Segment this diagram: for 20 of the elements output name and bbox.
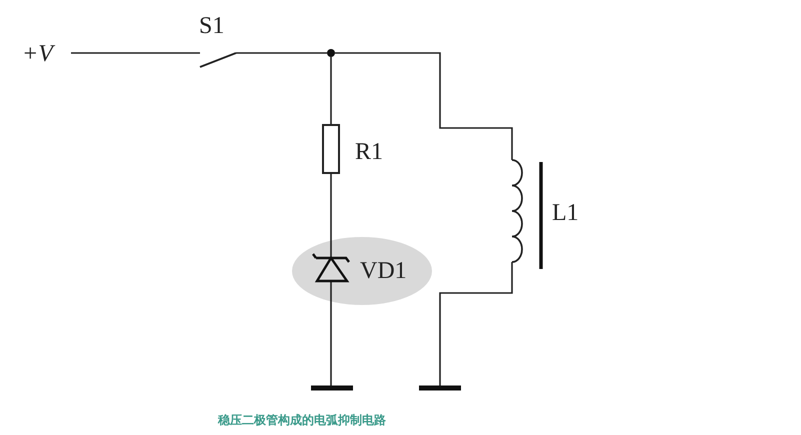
inductor-symbol xyxy=(511,159,543,269)
component-label: VD1 xyxy=(360,259,407,283)
wire xyxy=(330,57,332,125)
wire xyxy=(330,281,332,386)
wire xyxy=(236,52,327,54)
component-label: S1 xyxy=(199,14,224,38)
wire xyxy=(335,52,513,160)
component-label: L1 xyxy=(552,201,579,225)
wire xyxy=(330,173,332,258)
ground-symbol xyxy=(419,386,461,390)
caption: 稳压二极管构成的电弧抑制电路 xyxy=(218,414,386,426)
resistor-symbol xyxy=(322,124,340,174)
switch-symbol xyxy=(200,52,236,68)
wire xyxy=(439,262,513,386)
voltage-label: +V xyxy=(22,42,53,66)
zener-diode-symbol xyxy=(312,252,350,282)
component-label: R1 xyxy=(355,140,384,164)
wire xyxy=(71,52,200,54)
junction-dot xyxy=(327,49,335,57)
ground-symbol xyxy=(311,386,353,390)
